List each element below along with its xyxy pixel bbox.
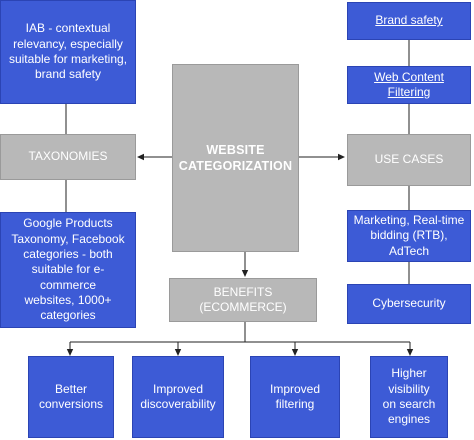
use-case-brand-safety-label: Brand safety: [375, 13, 443, 28]
use-cases-box: USE CASES: [347, 134, 471, 186]
benefits-label: BENEFITS (ECOMMERCE): [199, 284, 287, 314]
use-case-web-content-filtering-box: Web Content Filtering: [347, 66, 471, 104]
use-case-web-content-filtering-label: Web Content Filtering: [374, 69, 444, 99]
iab-note-text: IAB - contextual relevancy, especially s…: [8, 21, 128, 82]
use-case-marketing-rtb-label: Marketing, Real-time bidding (RTB), AdTe…: [353, 212, 465, 258]
website-categorization-label: WEBSITE CATEGORIZATION: [178, 143, 293, 173]
benefit-improved-filtering-box: Improved filtering: [250, 356, 340, 438]
use-case-cybersecurity-label: Cybersecurity: [372, 296, 446, 311]
use-case-marketing-rtb-box: Marketing, Real-time bidding (RTB), AdTe…: [347, 210, 471, 262]
benefit-better-conversions-box: Better conversions: [28, 356, 114, 438]
google-taxonomy-note-text: Google Products Taxonomy, Facebook categ…: [11, 216, 125, 323]
benefit-improved-discoverability-label: Improved discoverability: [140, 381, 216, 411]
iab-note-box: IAB - contextual relevancy, especially s…: [0, 0, 136, 104]
benefit-improved-discoverability-box: Improved discoverability: [132, 356, 224, 438]
use-case-cybersecurity-box: Cybersecurity: [347, 284, 471, 324]
taxonomies-label: TAXONOMIES: [28, 149, 108, 164]
benefit-higher-visibility-box: Higher visibility on search engines: [370, 356, 448, 438]
taxonomies-box: TAXONOMIES: [0, 134, 136, 180]
use-case-brand-safety-box: Brand safety: [347, 2, 471, 40]
benefit-improved-filtering-label: Improved filtering: [269, 381, 321, 411]
benefits-box: BENEFITS (ECOMMERCE): [169, 278, 317, 322]
benefit-higher-visibility-label: Higher visibility on search engines: [382, 366, 436, 427]
google-taxonomy-note-box: Google Products Taxonomy, Facebook categ…: [0, 212, 136, 328]
benefit-better-conversions-label: Better conversions: [38, 381, 104, 411]
use-cases-label: USE CASES: [374, 152, 444, 167]
website-categorization-box: WEBSITE CATEGORIZATION: [172, 64, 299, 252]
